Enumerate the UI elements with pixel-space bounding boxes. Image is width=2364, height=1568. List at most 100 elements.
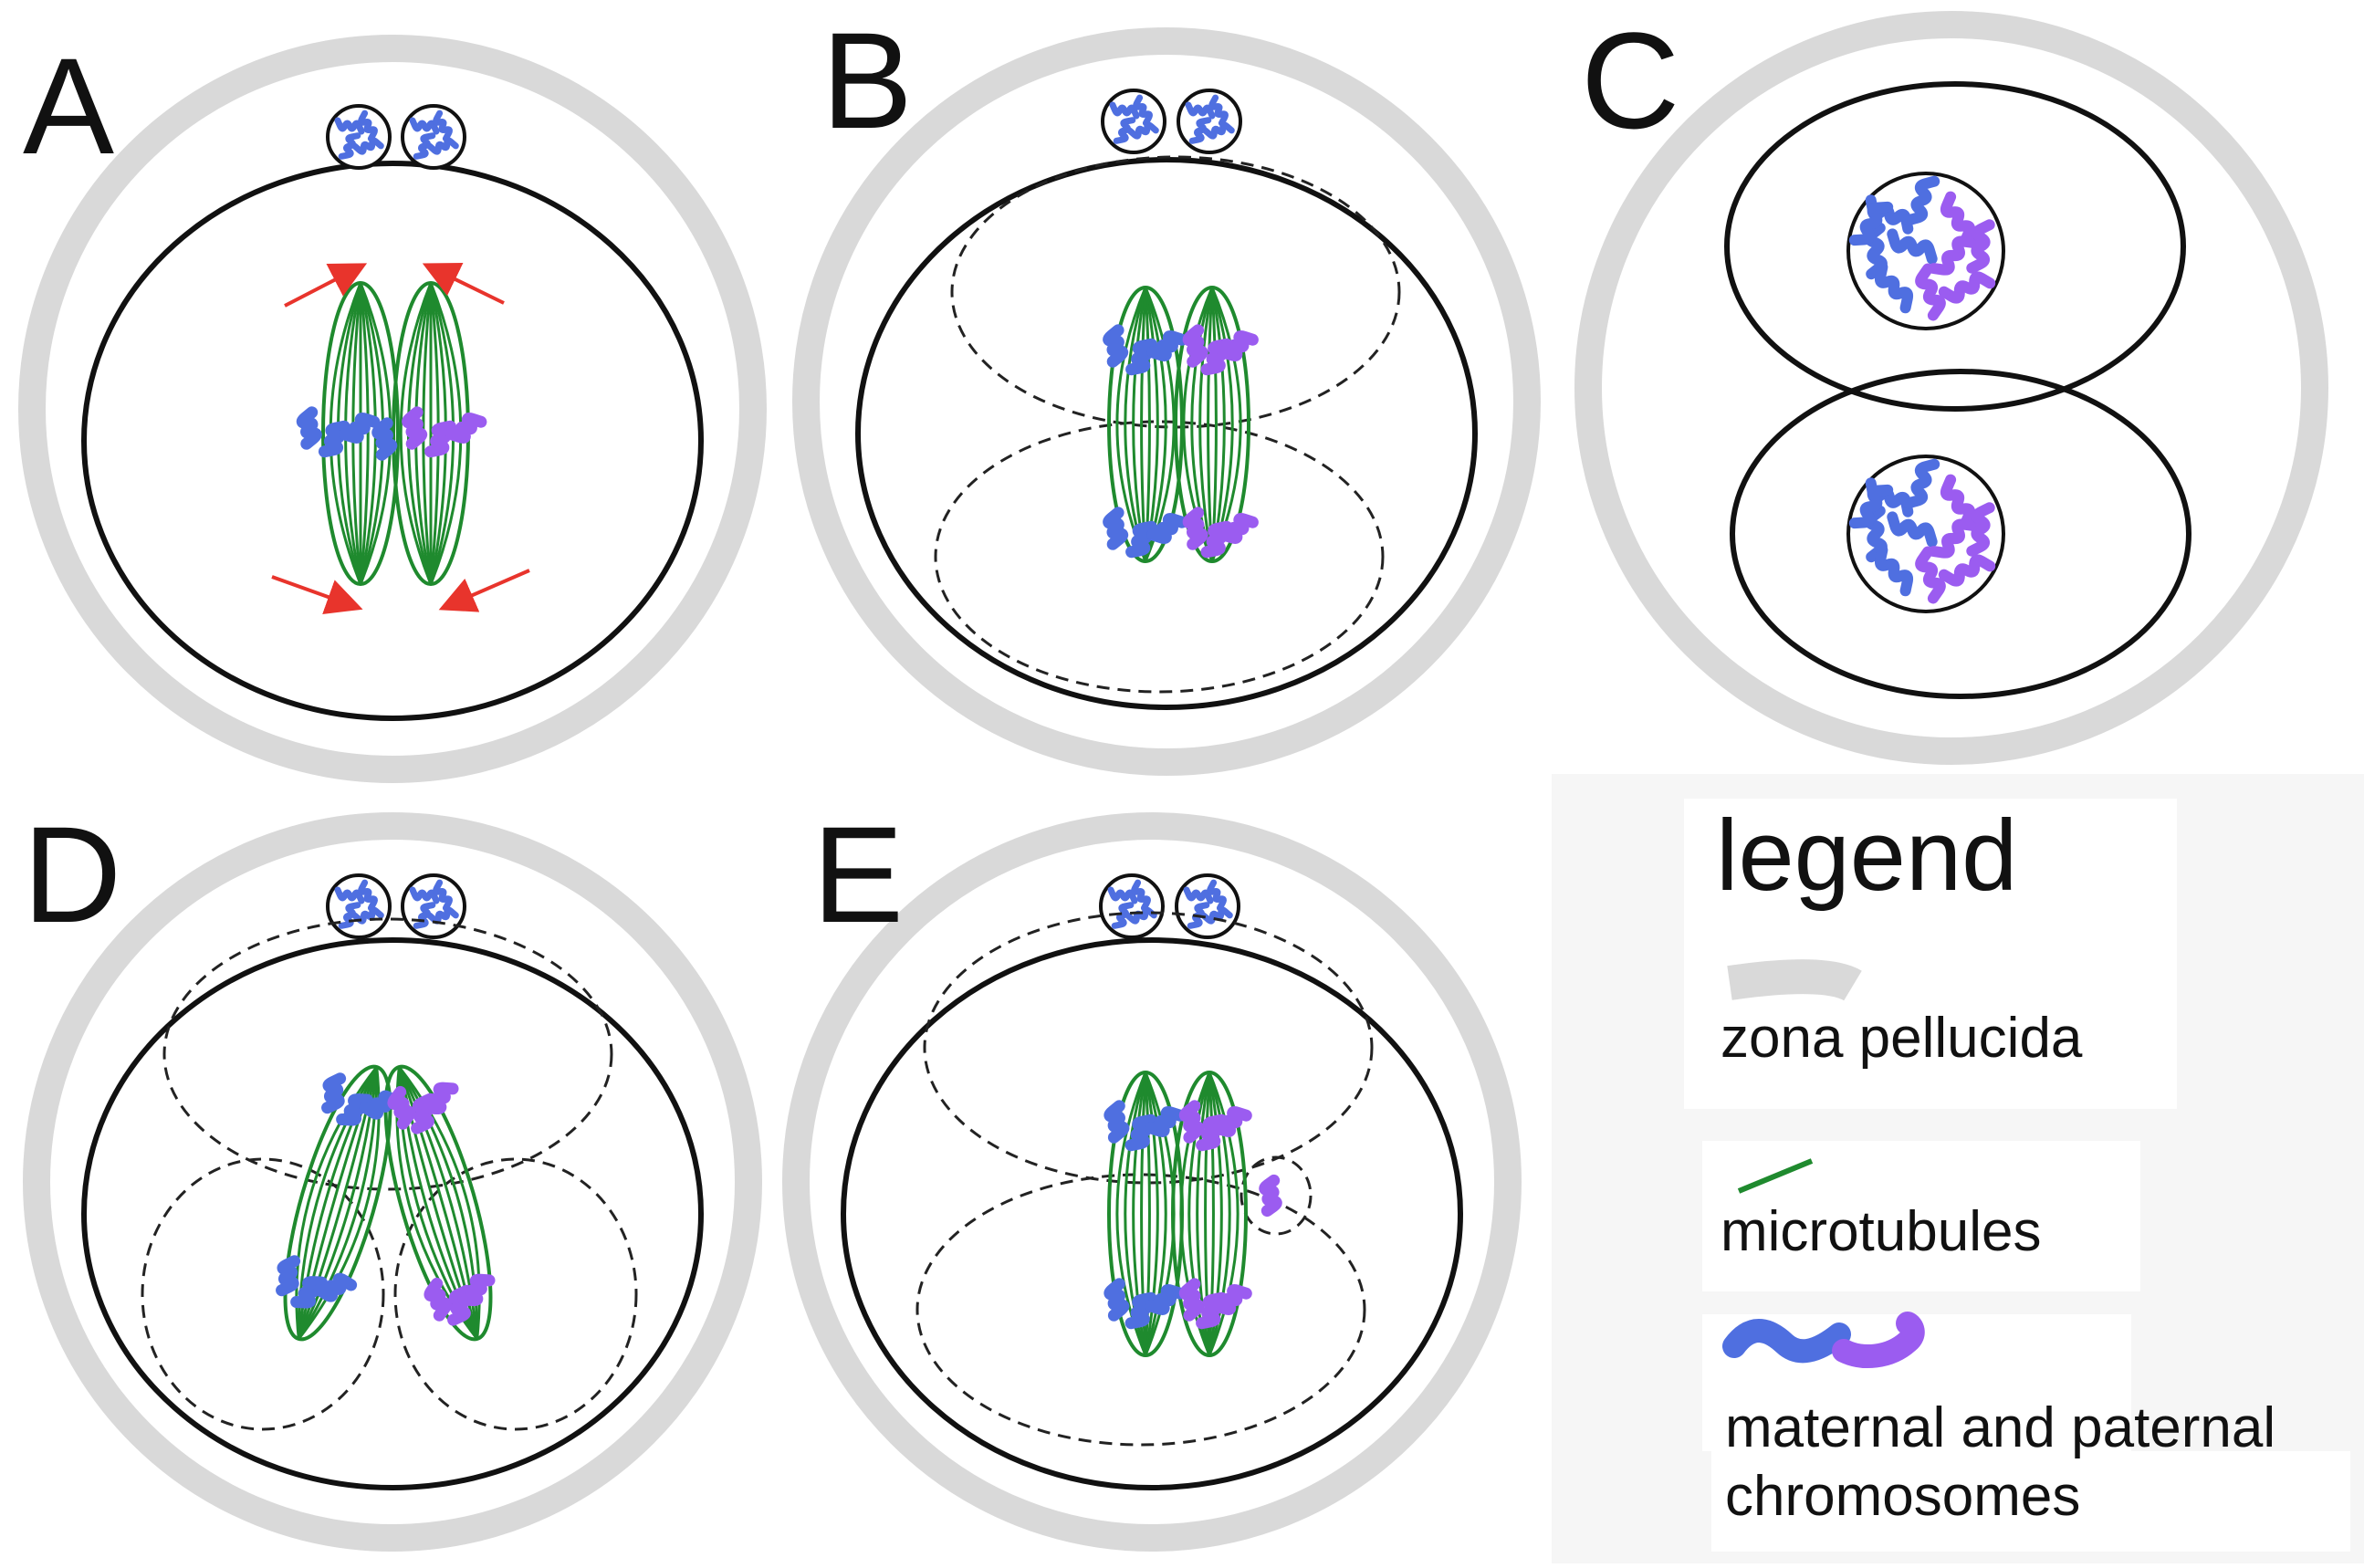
chromosome [1125, 338, 1157, 376]
chromosome [1145, 1284, 1187, 1315]
polar-body-chromosome [351, 906, 384, 925]
legend-box [1552, 774, 2364, 1563]
polar-body-chromosome [1200, 906, 1233, 925]
chromosome [336, 1093, 373, 1126]
microtubule [1115, 287, 1147, 562]
polar-body-chromosome [426, 137, 459, 155]
panel-b [792, 27, 1541, 776]
polar-body-chromosome [358, 110, 378, 142]
future-cell-outline [934, 420, 1385, 694]
panel-a [18, 35, 767, 783]
chromosome-band [276, 1255, 358, 1309]
chromosome [1182, 507, 1208, 550]
cell-membrane [841, 937, 1463, 1490]
chromosome [1146, 330, 1188, 361]
chromosome [387, 1085, 416, 1130]
chromosome-band [1178, 1100, 1252, 1152]
chromosome-band [1182, 324, 1259, 376]
legend-microtubule-swatch [1737, 1158, 1814, 1194]
chromosome [313, 1272, 358, 1302]
microtubule [1144, 287, 1151, 562]
chromosome [1145, 1106, 1187, 1137]
chromosome [1104, 1100, 1130, 1144]
chromosome [318, 420, 350, 458]
chromosome [1902, 175, 1940, 226]
panel-e [782, 812, 1522, 1552]
chromosome-band [387, 1082, 459, 1134]
red-arrow [284, 263, 368, 308]
panel-letter-d: D [23, 798, 121, 951]
polar-body-chromosome [1202, 121, 1235, 140]
polar-body-chromosome [1208, 94, 1229, 127]
chromosome [1940, 191, 1976, 247]
chromosome [424, 1277, 453, 1322]
chromosome [1217, 330, 1259, 361]
polar-body-chromosome [409, 886, 440, 904]
chromosome [1217, 513, 1259, 544]
chromosome [339, 413, 381, 444]
chromosome-band [1182, 507, 1259, 559]
polar-body-chromosome [334, 886, 365, 904]
chromosome-band [1104, 1278, 1187, 1330]
polar-body-chromosome [1124, 906, 1157, 925]
polar-body-chromosome [1126, 121, 1159, 140]
chromosome [1178, 1100, 1205, 1144]
future-cell-outline [141, 1157, 385, 1431]
polar-body-chromosome [358, 879, 378, 912]
chromosome [1848, 201, 1894, 246]
panel-d [23, 812, 762, 1552]
chromosome [402, 406, 428, 450]
chromosome [421, 1082, 459, 1115]
chromosome [445, 413, 487, 444]
chromosome [1928, 518, 1979, 559]
chromosome [1124, 1113, 1157, 1152]
chromosome [1103, 507, 1129, 550]
cell-membrane [1724, 81, 2186, 412]
polar-body-chromosome [1207, 879, 1227, 912]
chromosome [1874, 261, 1914, 314]
future-cell-outline [393, 1157, 638, 1431]
cell-membrane [1730, 369, 2191, 699]
panel-letter-b: B [821, 4, 913, 157]
polar-body-chromosome [1107, 886, 1138, 904]
chromosome [1210, 1106, 1252, 1137]
panel-c [1574, 11, 2328, 765]
chromosome [1124, 1291, 1157, 1330]
zona-pellucida [23, 812, 762, 1552]
micronucleus-chromosome [1259, 1174, 1282, 1218]
polar-body-chromosome [351, 137, 384, 155]
chromosome [1915, 546, 1946, 604]
chromosome [1182, 324, 1208, 368]
chromosome [371, 417, 398, 461]
microtubule [1144, 1071, 1159, 1356]
polar-body-chromosome [409, 117, 440, 135]
chromosome-band [1103, 324, 1188, 376]
chromosome [296, 406, 322, 450]
chromosome [321, 1072, 347, 1114]
legend-title: legend [1716, 800, 2017, 912]
polar-body-chromosome [334, 117, 365, 135]
chromosome [1210, 1284, 1252, 1315]
chromosome [1938, 271, 1996, 304]
panel-letter-e: E [812, 798, 904, 951]
chromosome [1146, 513, 1188, 544]
legend-chromosomes-label-line2: chromosomes [1725, 1465, 2080, 1528]
polar-body-chromosome [1183, 886, 1214, 904]
chromosome [1887, 511, 1938, 548]
zona-pellucida [1574, 11, 2328, 765]
chromosome [1928, 235, 1979, 276]
chromosome [1104, 1278, 1130, 1322]
chromosome [1178, 1278, 1205, 1322]
chromosome-band [1104, 1100, 1187, 1152]
microtubule [1198, 287, 1214, 562]
polar-body-chromosome [433, 110, 453, 142]
future-cell-outline [923, 911, 1374, 1185]
chromosome-band [402, 406, 487, 458]
zona-pellucida [18, 35, 767, 783]
polar-body-chromosome [426, 906, 459, 925]
polar-body-chromosome [1131, 879, 1151, 912]
chromosome-band [1103, 507, 1188, 559]
chromosome-band [1178, 1278, 1252, 1330]
chromosome [1938, 554, 1996, 587]
